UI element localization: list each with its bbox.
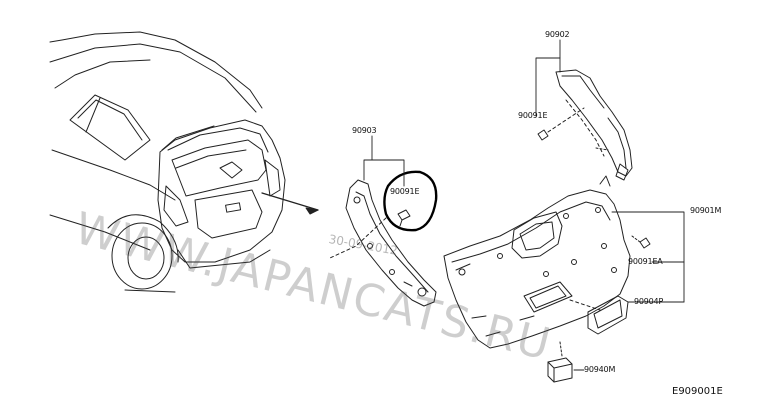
figure-code: E909001E — [672, 386, 723, 397]
part-label-90904P: 90904P — [634, 297, 664, 306]
highlight-circle — [383, 170, 438, 232]
upper-side-trim-90902 — [537, 69, 633, 181]
part-label-90902: 90902 — [545, 30, 570, 39]
part-label-90903: 90903 — [352, 126, 377, 135]
vehicle-rear-illustration — [49, 31, 319, 293]
side-finisher-90903 — [329, 179, 437, 307]
part-label-90091E-top: 90091E — [518, 111, 548, 120]
clip-90940M — [547, 341, 573, 383]
back-door-finisher-90901M — [443, 175, 651, 349]
part-label-90901M: 90901M — [690, 206, 722, 215]
part-label-90940M: 90940M — [584, 365, 616, 374]
part-label-90091E-circled: 90091E — [390, 187, 420, 196]
part-label-90091EA: 90091EA — [628, 257, 663, 266]
handle-cover-90904P — [569, 295, 629, 335]
leader-lines — [363, 39, 685, 371]
